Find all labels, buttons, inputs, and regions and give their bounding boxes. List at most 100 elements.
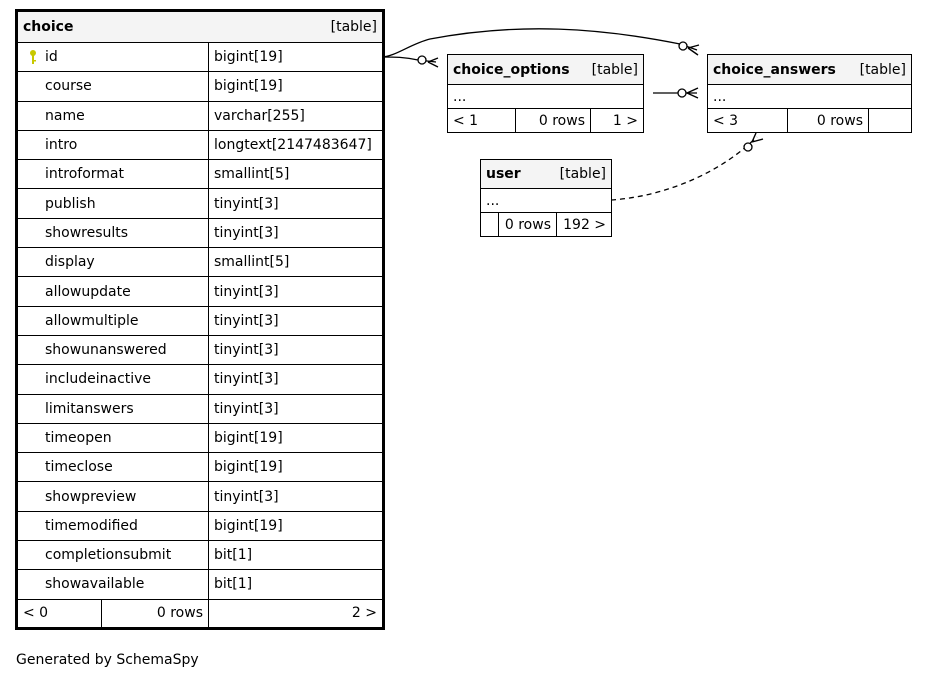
table-type: [table]: [859, 61, 906, 78]
column-name[interactable]: timeopen: [17, 422, 209, 454]
column-name[interactable]: completionsubmit: [17, 540, 209, 571]
optional-marker: [743, 142, 753, 152]
column-name-text: allowupdate: [45, 283, 131, 300]
column-row: timeclose bigint[19]: [17, 452, 384, 483]
column-type: bigint[19]: [207, 452, 384, 483]
crowfoot-marker: [686, 87, 699, 99]
column-type: tinyint[3]: [207, 276, 384, 307]
table-name[interactable]: choice: [23, 19, 74, 35]
column-type: tinyint[3]: [207, 334, 384, 366]
column-name[interactable]: timemodified: [17, 510, 209, 542]
table-footer: < 0 0 rows 2 >: [17, 598, 384, 628]
column-name-text: limitanswers: [45, 400, 134, 417]
table-header: choice [table]: [16, 11, 384, 43]
column-name-text: timeclose: [45, 459, 113, 476]
generated-by-label: Generated by SchemaSpy: [16, 652, 199, 668]
column-row: intro longtext[2147483647]: [17, 129, 384, 161]
column-name-text: showpreview: [45, 488, 137, 505]
column-name[interactable]: showunanswered: [17, 334, 209, 366]
column-name[interactable]: id: [17, 41, 209, 73]
crowfoot-marker: [751, 132, 764, 143]
column-name-text: id: [45, 49, 58, 66]
column-type: bit[1]: [207, 569, 384, 600]
children-count[interactable]: 192 >: [555, 212, 613, 237]
table-name[interactable]: user: [486, 166, 521, 182]
row-count: 0 rows: [515, 108, 591, 133]
row-count: 0 rows: [498, 212, 557, 237]
column-name[interactable]: name: [17, 100, 209, 131]
column-type: bigint[19]: [207, 71, 384, 102]
column-name[interactable]: allowupdate: [17, 276, 209, 307]
column-name-text: allowmultiple: [45, 312, 139, 329]
column-type: longtext[2147483647]: [207, 129, 384, 161]
column-type: tinyint[3]: [207, 364, 384, 395]
column-name[interactable]: course: [17, 71, 209, 102]
table-footer: < 1 0 rows 1 >: [447, 108, 645, 133]
column-row: showunanswered tinyint[3]: [17, 334, 384, 366]
link-choice-to-choice-options: [380, 56, 437, 63]
children-count[interactable]: 2 >: [207, 598, 384, 628]
parents-count[interactable]: < 3: [707, 108, 788, 133]
column-type: tinyint[3]: [207, 188, 384, 219]
column-name[interactable]: introformat: [17, 159, 209, 190]
table-footer: 0 rows 192 >: [480, 212, 613, 237]
column-name[interactable]: showpreview: [17, 481, 209, 512]
column-name[interactable]: includeinactive: [17, 364, 209, 395]
table-choice-answers[interactable]: choice_answers [table] ... < 3 0 rows: [707, 54, 912, 133]
crowfoot-marker: [427, 57, 439, 68]
children-count[interactable]: [868, 108, 912, 133]
column-name-text: display: [45, 254, 95, 271]
parents-count[interactable]: < 1: [447, 108, 516, 133]
column-name-text: showunanswered: [45, 342, 167, 359]
row-count: 0 rows: [101, 598, 209, 628]
column-row: introformat smallint[5]: [17, 159, 384, 190]
column-name[interactable]: display: [17, 247, 209, 278]
column-name[interactable]: allowmultiple: [17, 305, 209, 336]
column-name-text: timeopen: [45, 430, 112, 446]
column-name[interactable]: showresults: [17, 217, 209, 249]
column-type: tinyint[3]: [207, 481, 384, 512]
column-name-text: completionsubmit: [45, 547, 172, 564]
column-name[interactable]: showavailable: [17, 569, 209, 600]
key-icon: [30, 50, 36, 64]
columns-ellipsis: ...: [479, 188, 613, 213]
column-row: showpreview tinyint[3]: [17, 481, 384, 512]
table-choice-options[interactable]: choice_options [table] ... < 1 0 rows 1 …: [446, 54, 645, 133]
table-type: [table]: [330, 19, 378, 35]
column-name[interactable]: publish: [17, 188, 209, 219]
column-name-text: intro: [45, 137, 78, 154]
column-name-text: introformat: [45, 166, 124, 183]
table-footer: < 3 0 rows: [707, 108, 912, 133]
column-type: tinyint[3]: [207, 393, 384, 424]
table-name[interactable]: choice_answers: [713, 61, 836, 78]
optional-marker: [417, 55, 427, 65]
optional-marker: [678, 41, 688, 51]
columns-ellipsis: ...: [446, 84, 645, 109]
column-name[interactable]: timeclose: [17, 452, 209, 483]
crowfoot-marker: [687, 44, 700, 56]
table-user[interactable]: user [table] ... 0 rows 192 >: [479, 159, 613, 237]
column-name-text: showresults: [45, 224, 129, 241]
column-name[interactable]: intro: [17, 129, 209, 161]
parents-count[interactable]: [480, 212, 499, 237]
column-row: allowmultiple tinyint[3]: [17, 305, 384, 336]
table-type: [table]: [559, 166, 607, 182]
table-type: [table]: [591, 61, 639, 78]
column-type: smallint[5]: [207, 159, 384, 190]
table-name[interactable]: choice_options: [453, 61, 570, 78]
column-name[interactable]: limitanswers: [17, 393, 209, 424]
optional-marker: [677, 88, 687, 98]
parents-count[interactable]: < 0: [17, 598, 102, 628]
column-type: tinyint[3]: [207, 305, 384, 336]
column-type: bit[1]: [207, 540, 384, 571]
children-count[interactable]: 1 >: [589, 108, 645, 133]
link-user-to-answers: [610, 136, 758, 201]
column-row: allowupdate tinyint[3]: [17, 276, 384, 307]
